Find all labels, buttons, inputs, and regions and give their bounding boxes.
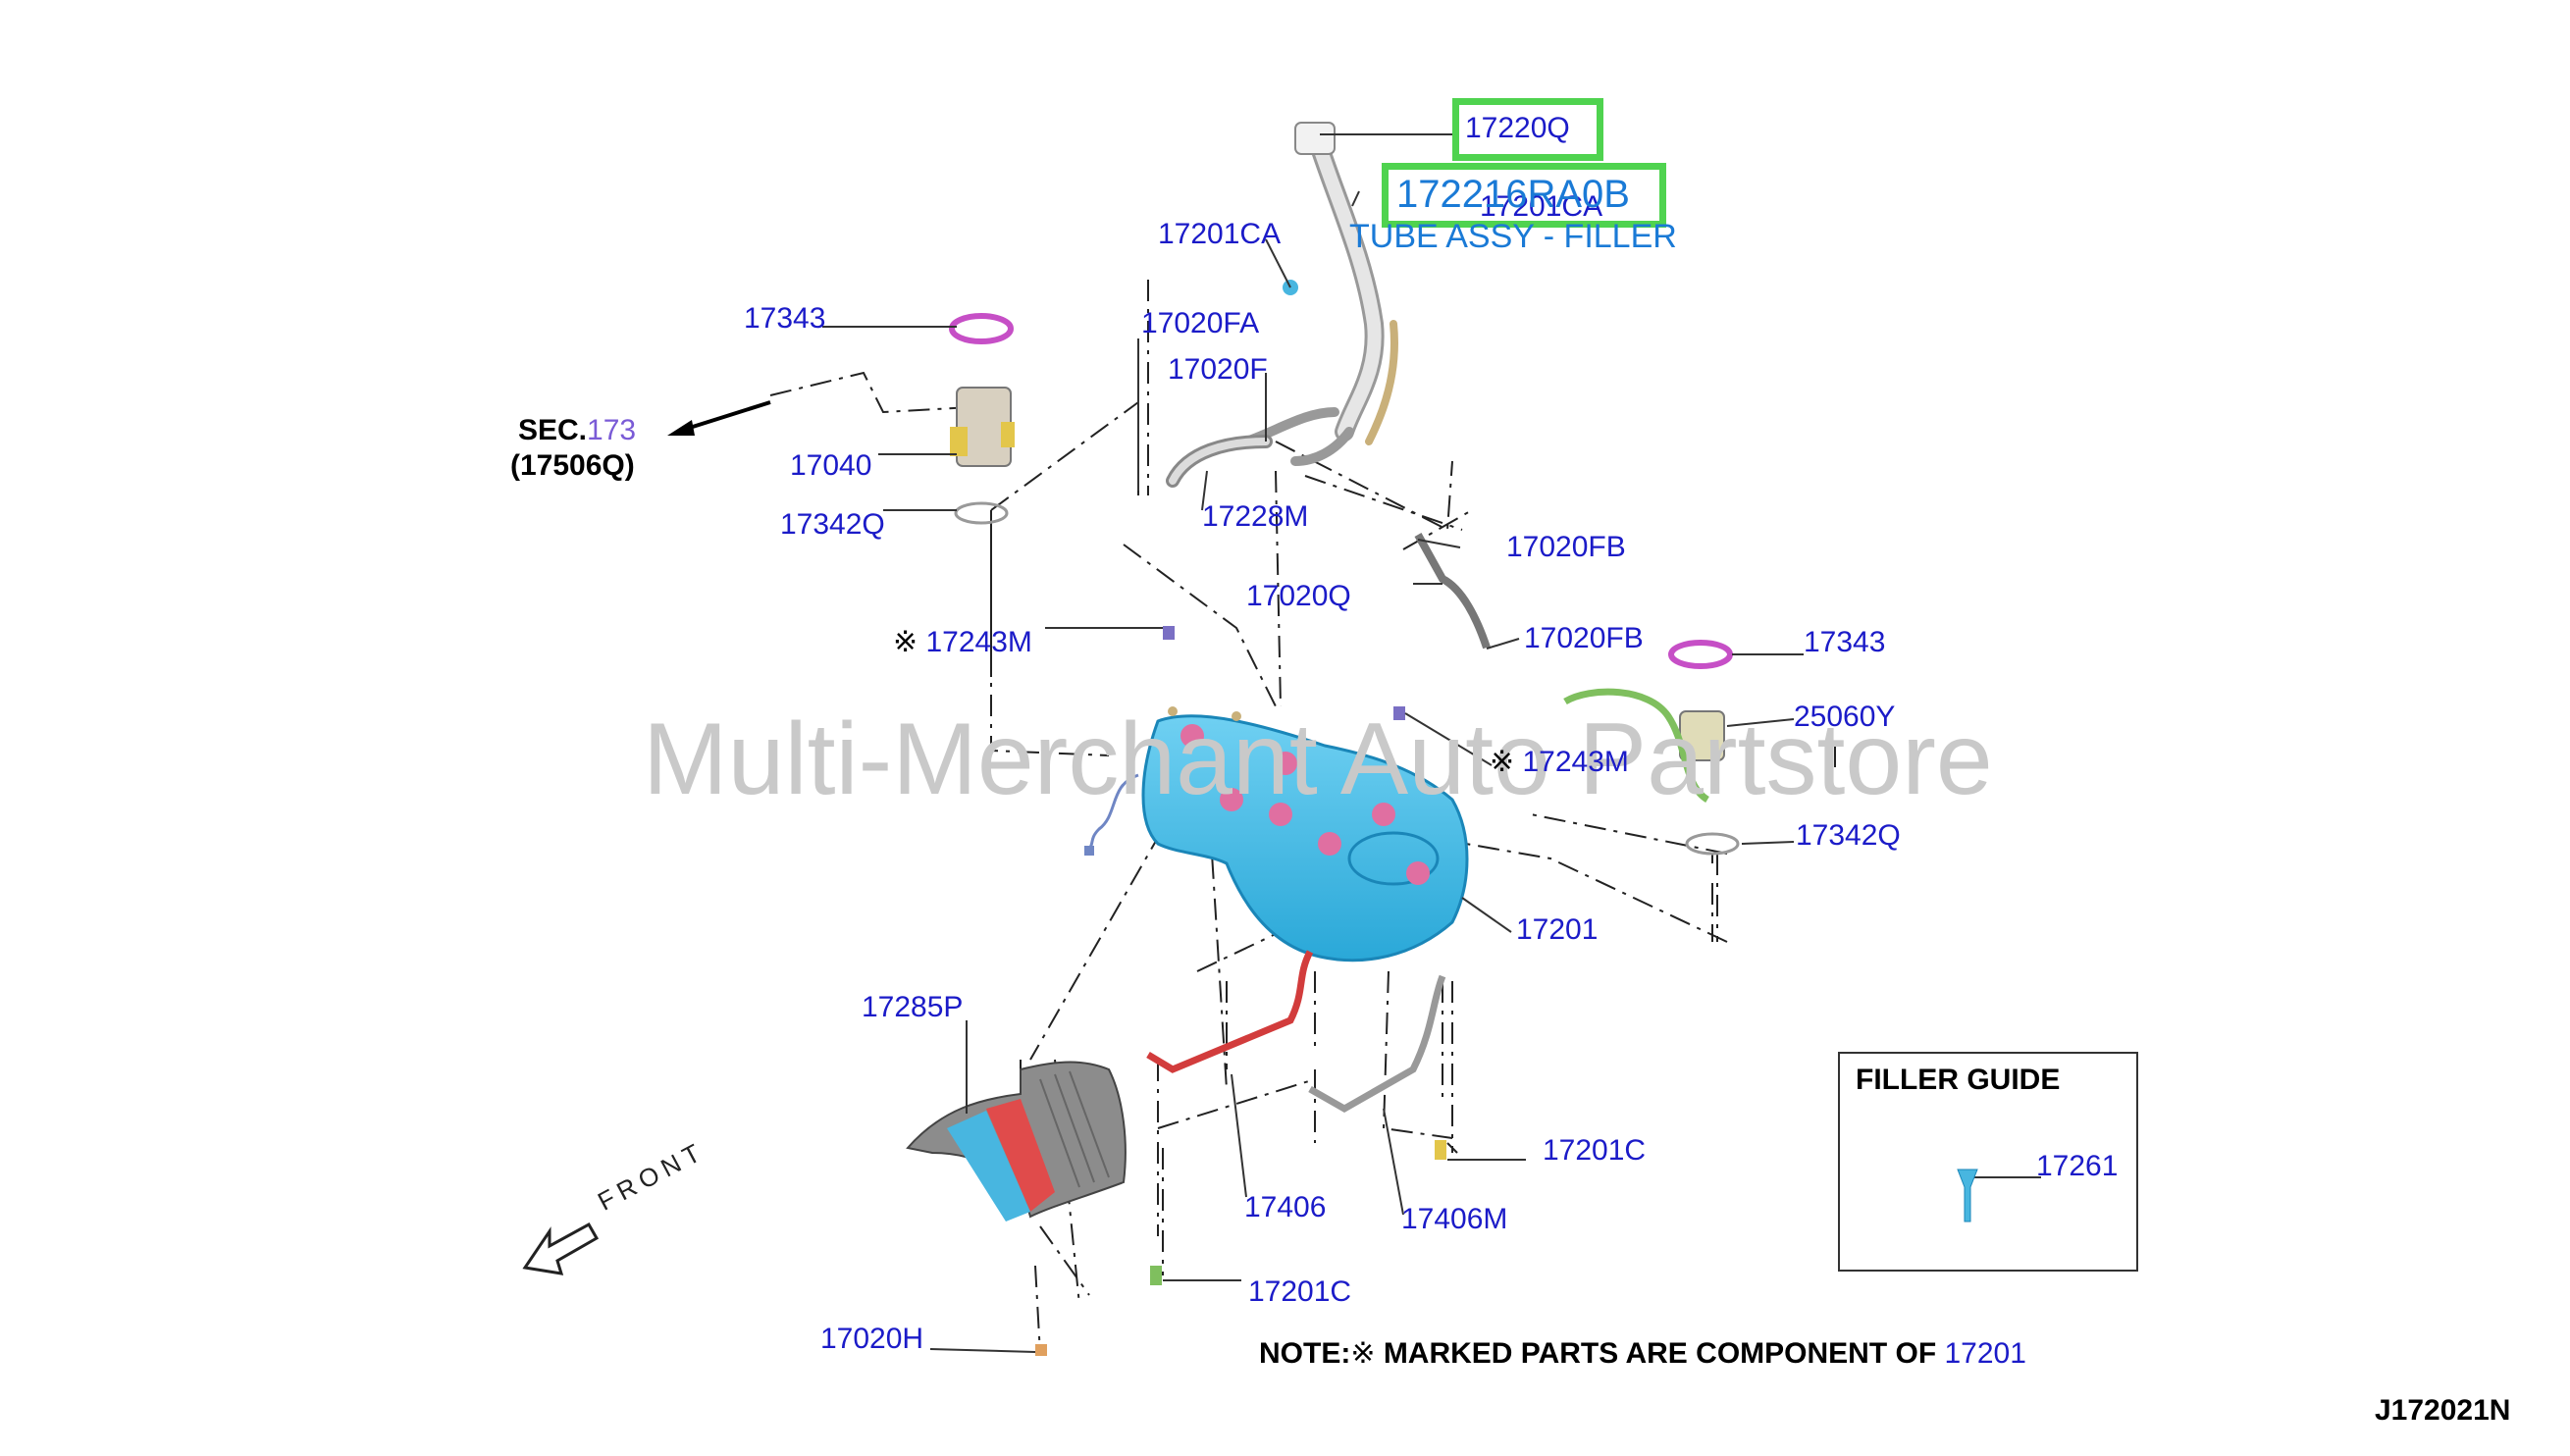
filler-guide-part-icon <box>1957 1169 1978 1222</box>
heat-shield <box>906 1061 1127 1222</box>
selected-part-number[interactable]: 172216RA0B <box>1396 173 1630 216</box>
part-label-17201[interactable]: 17201 <box>1516 913 1599 946</box>
fuel-tank <box>1084 706 1469 962</box>
part-label-17201ca-left[interactable]: 17201CA <box>1158 218 1282 250</box>
filler-cap <box>1294 122 1336 155</box>
part-label-17020fa[interactable]: 17020FA <box>1141 307 1260 339</box>
leader-lines <box>822 133 2041 1353</box>
part-label-17020h[interactable]: 17020H <box>820 1323 924 1355</box>
part-number[interactable]: 17243M <box>1522 746 1629 778</box>
strap-17406m <box>1308 974 1446 1114</box>
fuel-pump-left <box>949 313 1015 525</box>
highlight-17220q[interactable]: 17220Q <box>1452 98 1603 161</box>
part-label-17343-right[interactable]: 17343 <box>1804 626 1886 658</box>
part-label-17220q[interactable]: 17220Q <box>1465 112 1570 144</box>
selected-part-description: TUBE ASSY - FILLER <box>1349 218 1677 255</box>
tube-17020q <box>1414 533 1491 650</box>
bolt-17020h <box>1035 1344 1047 1356</box>
sec-arrow-head <box>667 420 695 436</box>
front-arrow-icon <box>522 1222 600 1275</box>
under-text-17201ca: 17201CA <box>1480 190 1603 223</box>
part-label-17342q-left[interactable]: 17342Q <box>780 508 885 541</box>
watermark-text: Multi-Merchant Auto Partstore <box>643 702 1993 816</box>
filler-guide-box: FILLER GUIDE 17261 <box>1838 1052 2138 1272</box>
part-label-17020q[interactable]: 17020Q <box>1246 580 1351 612</box>
part-label-17261[interactable]: 17261 <box>2036 1150 2119 1182</box>
diagram-code: J172021N <box>2375 1394 2511 1427</box>
part-label-17020fb-top[interactable]: 17020FB <box>1506 531 1626 563</box>
part-label-17406[interactable]: 17406 <box>1244 1191 1327 1223</box>
part-label-17342q-right[interactable]: 17342Q <box>1796 819 1901 852</box>
level-unit-right <box>1563 640 1740 856</box>
mark-symbol: ※ <box>893 626 918 658</box>
note-mark: ※ <box>1350 1337 1376 1370</box>
part-label-17020f[interactable]: 17020F <box>1168 353 1268 386</box>
part-label-17228m[interactable]: 17228M <box>1202 500 1309 533</box>
part-label-17201c-right[interactable]: 17201C <box>1543 1134 1647 1167</box>
part-label-17343-left[interactable]: 17343 <box>744 302 826 335</box>
sec-prefix: SEC. <box>518 414 588 446</box>
part-label-17201c-bottom[interactable]: 17201C <box>1248 1275 1352 1308</box>
part-number[interactable]: 17243M <box>925 626 1032 658</box>
bolt-17201c-bottom <box>1150 1266 1162 1285</box>
sec-subref: (17506Q) <box>510 449 635 482</box>
cap-17243m-left <box>1163 626 1175 640</box>
part-label-25060y[interactable]: 25060Y <box>1794 701 1896 733</box>
note-ref[interactable]: 17201 <box>1944 1337 2026 1370</box>
part-label-17285p[interactable]: 17285P <box>862 991 964 1023</box>
sec-number[interactable]: 173 <box>587 414 637 446</box>
note-text: MARKED PARTS ARE COMPONENT OF <box>1383 1337 1937 1370</box>
part-label-17020fb-bottom[interactable]: 17020FB <box>1524 622 1644 654</box>
part-label-17040[interactable]: 17040 <box>790 449 872 482</box>
part-label-17406m[interactable]: 17406M <box>1401 1203 1508 1235</box>
note-line: NOTE:※ MARKED PARTS ARE COMPONENT OF 172… <box>1259 1339 2026 1369</box>
part-label-17243m-right[interactable]: ※ 17243M <box>1490 748 1629 777</box>
filler-guide-title: FILLER GUIDE <box>1856 1064 2061 1096</box>
mark-symbol: ※ <box>1490 746 1515 778</box>
part-label-17243m-left[interactable]: ※ 17243M <box>893 628 1032 657</box>
sec-reference[interactable]: SEC.173 <box>518 416 636 445</box>
bolt-17201c-right <box>1435 1140 1446 1160</box>
cap-17243m-right <box>1393 706 1405 720</box>
highlight-selected-part[interactable]: 172216RA0B <box>1382 163 1666 228</box>
note-prefix: NOTE: <box>1259 1337 1351 1370</box>
filler-tube <box>1241 123 1398 466</box>
strap-17406 <box>1146 950 1314 1073</box>
